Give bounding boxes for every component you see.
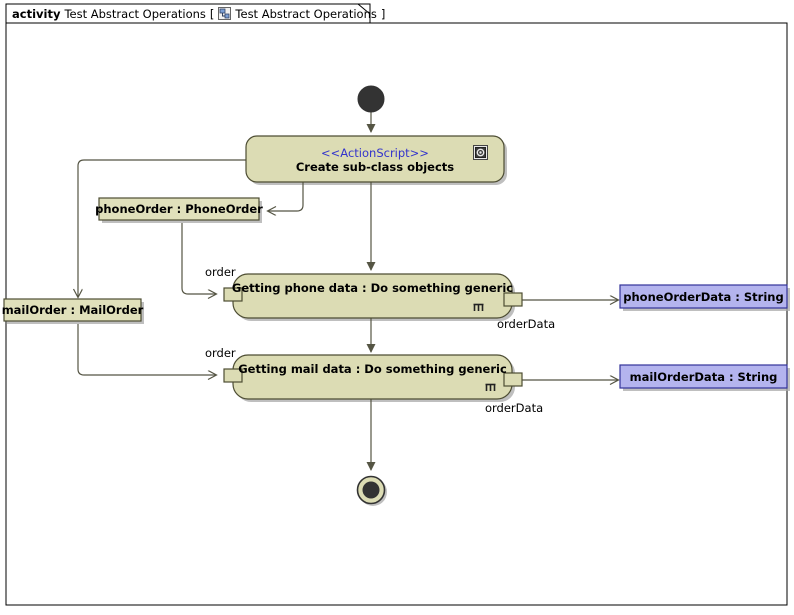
edge-phoneorder-to-phone-pin [181, 223, 216, 294]
frame-diagram-name: Test Abstract Operations [235, 6, 377, 21]
output-pin-orderdata-mail [503, 372, 523, 387]
object-mail-order-data[interactable] [619, 364, 788, 389]
node-shadows [7, 139, 790, 506]
input-pin-order-phone [223, 287, 243, 302]
action-getting-phone-data[interactable] [223, 273, 523, 319]
edge-create-to-phoneorder [268, 181, 304, 211]
frame-bracket-open: [ [209, 6, 215, 21]
frame-bracket-close: ] [380, 6, 386, 21]
rake-icon [484, 378, 497, 391]
object-phone-order-data[interactable] [619, 284, 788, 309]
frame-label: activity Test Abstract Operations [ Test… [6, 4, 393, 23]
edge-create-to-mailorder [78, 159, 246, 297]
edge-mailorder-to-mail-pin [77, 324, 216, 375]
output-pin-orderdata-phone [503, 292, 523, 307]
action-create-subclass-objects[interactable] [245, 135, 505, 183]
action-script-icon [473, 145, 488, 160]
control-flow-edges [77, 110, 618, 471]
rake-icon [472, 298, 485, 311]
frame-keyword: activity [12, 6, 61, 21]
activity-final-node[interactable] [356, 475, 386, 505]
frame-name: Test Abstract Operations [64, 6, 206, 21]
initial-node[interactable] [357, 85, 385, 113]
diagram-frame [5, 3, 788, 606]
action-getting-mail-data[interactable] [223, 354, 523, 400]
activity-diagram-icon [218, 7, 232, 20]
object-phone-order[interactable] [98, 197, 260, 221]
object-mail-order[interactable] [3, 298, 142, 322]
input-pin-order-mail [223, 368, 243, 383]
